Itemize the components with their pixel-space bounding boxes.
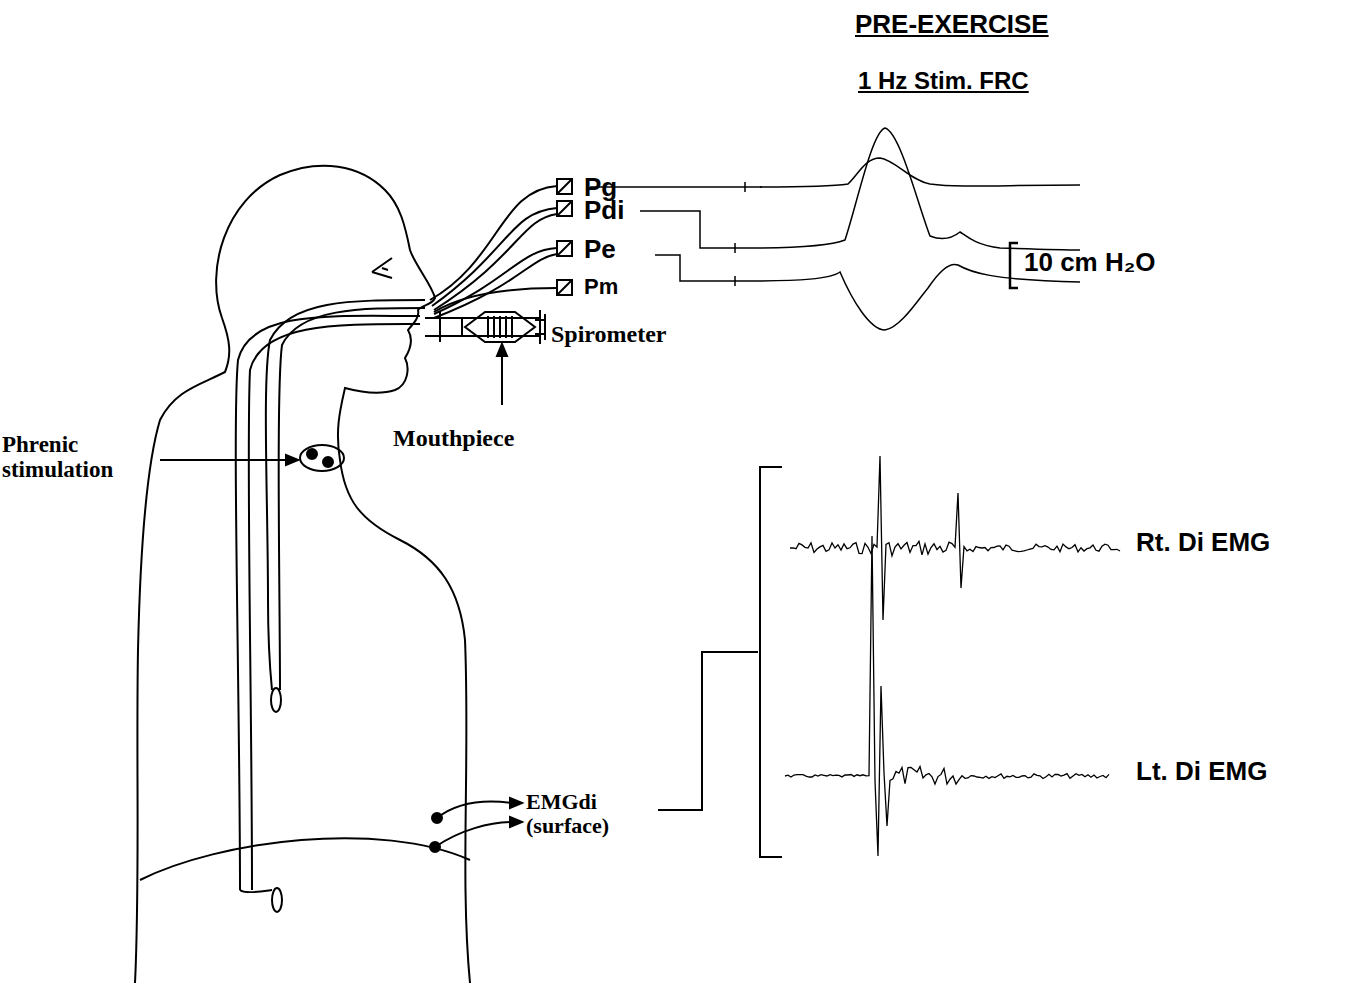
emg-trace xyxy=(790,456,1120,620)
body-outline xyxy=(216,166,470,983)
emg-trace xyxy=(785,536,1109,856)
signal-label: EMGdi (surface) xyxy=(526,790,656,838)
catheter xyxy=(236,316,420,890)
signal-label: 1 Hz Stim. FRC xyxy=(858,68,1029,94)
signal-label: Lt. Di EMG xyxy=(1136,757,1267,786)
leader-arrow xyxy=(435,822,512,847)
stimulating-electrode xyxy=(300,445,344,471)
signal-label: Pe xyxy=(584,235,616,264)
spirometer-body xyxy=(465,312,535,342)
transducer-wire xyxy=(430,186,557,318)
mouthpiece xyxy=(425,312,540,342)
scale-bar xyxy=(1010,243,1018,288)
signal-label: Pm xyxy=(584,275,618,299)
arrowhead xyxy=(510,817,522,827)
pressure-trace xyxy=(750,128,1080,330)
leader-arrow xyxy=(501,352,503,405)
arrowhead xyxy=(286,455,298,465)
transducer xyxy=(557,179,572,295)
emg-trace xyxy=(785,456,1120,856)
signal-label: 10 cm H₂O xyxy=(1024,248,1156,277)
signal-label: Pdi xyxy=(584,196,624,225)
electrode-contact xyxy=(307,449,317,459)
body-outline xyxy=(135,318,229,983)
arrowhead xyxy=(510,798,522,808)
catheter xyxy=(249,324,420,890)
balloon xyxy=(272,888,282,912)
signal-label: Spirometer xyxy=(551,321,667,347)
figure-title: PRE-EXERCISE xyxy=(855,10,1049,39)
bracket xyxy=(760,467,782,857)
catheter xyxy=(266,300,425,690)
balloon xyxy=(271,688,281,712)
catheter xyxy=(279,308,425,690)
electrode-contact xyxy=(323,457,333,467)
emg-wire xyxy=(658,652,758,810)
spirometer-outlet xyxy=(535,310,545,344)
signal-label: Mouthpiece xyxy=(393,425,514,451)
leader-arrow xyxy=(160,459,288,461)
signal-label: Phrenic stimulation xyxy=(2,432,152,483)
waist-line xyxy=(140,838,470,880)
leader-arrow xyxy=(437,802,512,818)
eye xyxy=(372,258,392,278)
catheter xyxy=(240,890,272,892)
signal-label: Rt. Di EMG xyxy=(1136,528,1270,557)
arrowhead xyxy=(497,344,507,356)
